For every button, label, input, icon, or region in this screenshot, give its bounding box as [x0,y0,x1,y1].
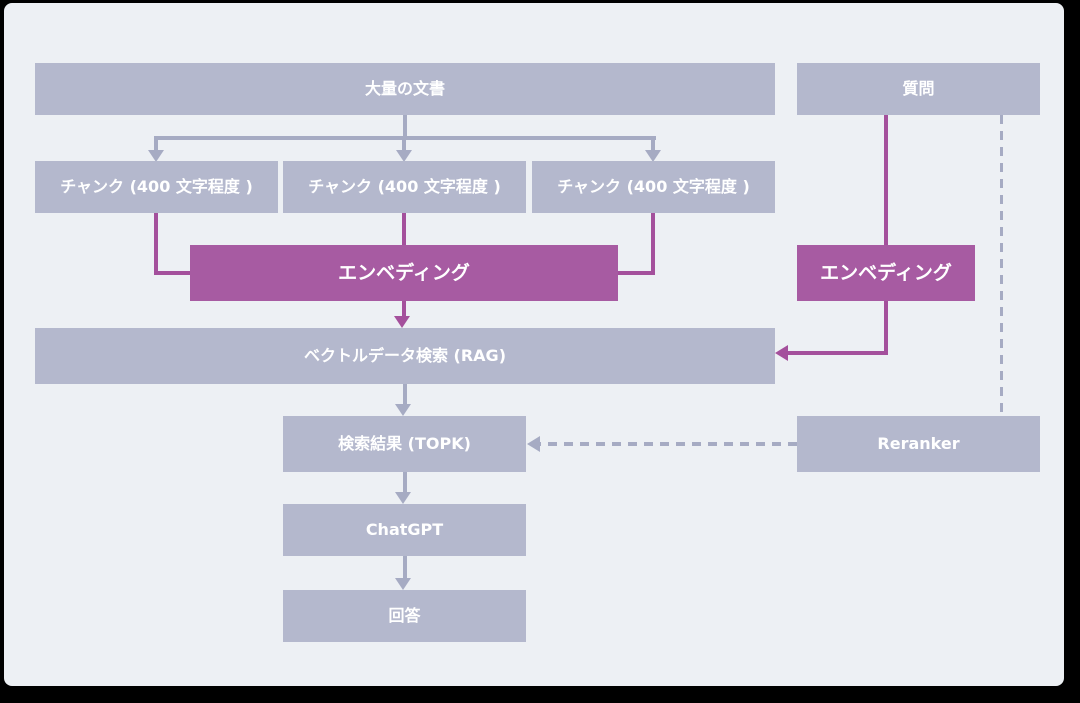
connector-branch-drop-2 [402,136,406,152]
node-embedding-docs: エンベディング [190,245,618,301]
connector-query-embedding-elbow [788,351,888,355]
connector-branch-drop-1 [154,136,158,152]
connector-branch-drop-3 [651,136,655,152]
connector-chunk3-elbow [618,271,655,275]
node-documents-label: 大量の文書 [364,79,445,99]
node-search-results: 検索結果 (TOPK) [283,416,526,472]
connector-chunk2-down [402,213,406,245]
connector-question-to-reranker-dashed [1000,115,1003,416]
arrowhead-embedding-to-rag [394,316,410,328]
node-embedding-query: エンベディング [797,245,975,301]
node-chatgpt: ChatGPT [283,504,526,556]
node-answer-label: 回答 [388,606,421,626]
node-chunk-3-label: チャンク (400 文字程度 ) [557,177,750,197]
node-embedding-query-label: エンベディング [820,261,952,284]
node-documents: 大量の文書 [35,63,775,115]
node-reranker-label: Reranker [877,434,960,454]
node-chunk-1: チャンク (400 文字程度 ) [35,161,278,213]
node-vector-search: ベクトルデータ検索 (RAG) [35,328,775,384]
node-chunk-2: チャンク (400 文字程度 ) [283,161,526,213]
arrowhead-chatgpt-to-answer [395,578,411,590]
node-answer: 回答 [283,590,526,642]
connector-rag-to-results [403,384,407,406]
arrowhead-reranker-to-results [527,436,540,452]
arrowhead-to-chunk-2 [396,150,412,162]
connector-documents-stem [403,115,407,138]
connector-results-to-chatgpt [403,472,407,494]
connector-query-embedding-down [884,301,888,355]
node-chunk-1-label: チャンク (400 文字程度 ) [60,177,253,197]
arrowhead-results-to-chatgpt [395,492,411,504]
arrowhead-rag-to-results [395,404,411,416]
node-embedding-docs-label: エンベディング [338,261,470,284]
arrowhead-to-chunk-3 [645,150,661,162]
connector-chunk1-down [154,213,158,275]
node-chunk-2-label: チャンク (400 文字程度 ) [308,177,501,197]
node-question-label: 質問 [902,79,935,99]
connector-chatgpt-to-answer [403,556,407,580]
connector-question-to-embedding [884,115,888,245]
node-vector-search-label: ベクトルデータ検索 (RAG) [303,346,507,366]
node-chunk-3: チャンク (400 文字程度 ) [532,161,775,213]
connector-reranker-to-results-dashed [540,442,797,446]
connector-chunk1-elbow [154,271,190,275]
arrowhead-to-chunk-1 [148,150,164,162]
arrowhead-query-to-rag [775,345,788,361]
node-search-results-label: 検索結果 (TOPK) [338,434,471,454]
connector-chunk3-down [651,213,655,275]
node-chatgpt-label: ChatGPT [365,520,444,540]
node-question: 質問 [797,63,1040,115]
connector-embedding-to-rag [402,301,406,318]
node-reranker: Reranker [797,416,1040,472]
